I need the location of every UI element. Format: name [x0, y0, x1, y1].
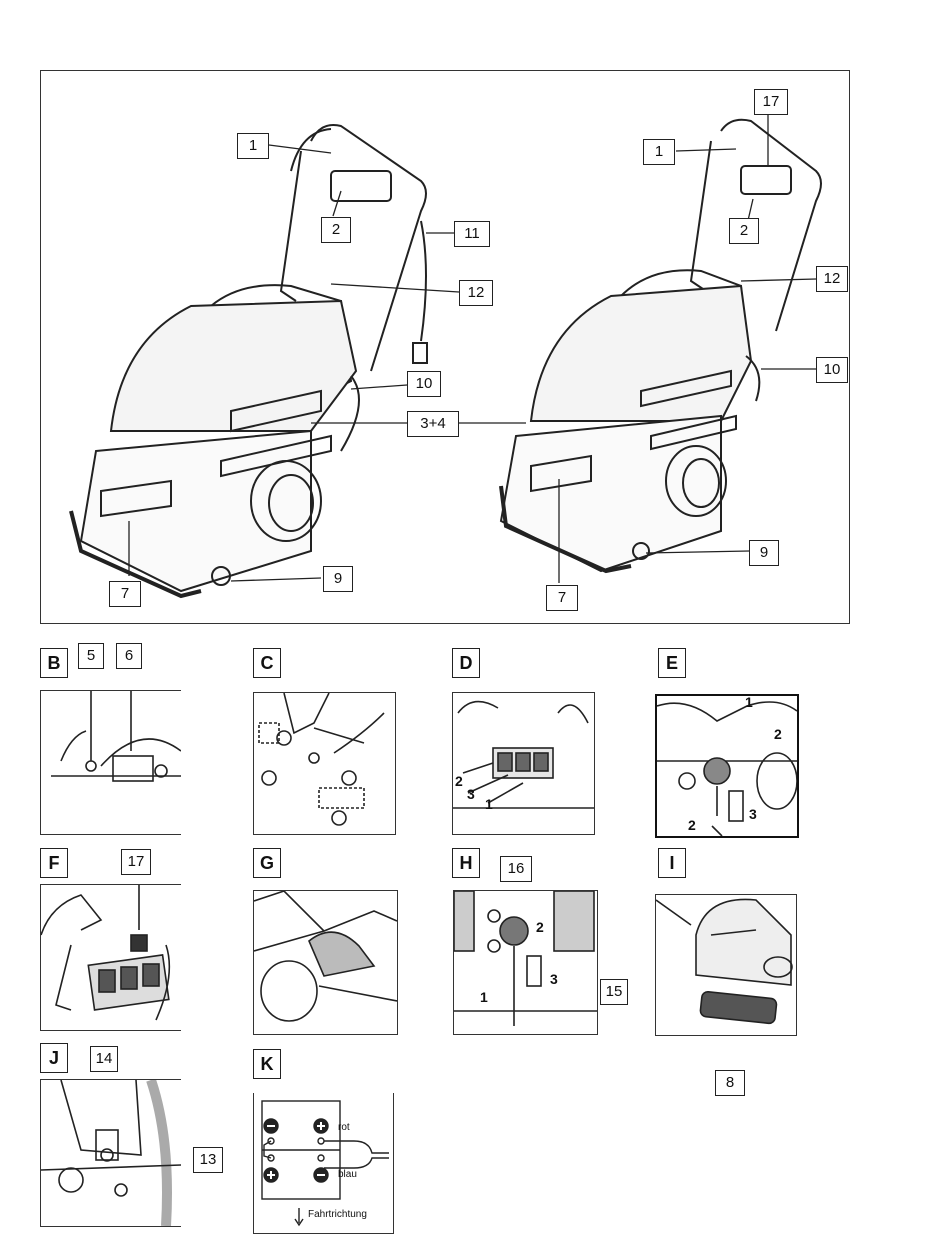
callout-5: 5 [78, 643, 104, 669]
callout-16: 16 [500, 856, 532, 882]
callout-2-left: 2 [321, 217, 351, 243]
callout-11-left: 11 [454, 221, 490, 247]
callout-7-left: 7 [109, 581, 141, 607]
panel-letter-b: B [40, 648, 68, 678]
panel-d-num-2: 2 [455, 773, 463, 789]
panel-h-num-1: 1 [480, 989, 488, 1005]
panel-d-num-3: 3 [467, 786, 475, 802]
callout-10-left: 10 [407, 371, 441, 397]
label-rot: rot [338, 1122, 350, 1133]
panel-h-image: 2 3 1 [453, 890, 598, 1035]
panel-f-drawing [41, 885, 181, 1030]
callout-3-4: 3+4 [407, 411, 459, 437]
panel-e-num-2a: 2 [774, 726, 782, 742]
panel-letter-c: C [253, 648, 281, 678]
panel-d-image: 2 3 1 [452, 692, 595, 835]
callout-13: 13 [193, 1147, 223, 1173]
callout-14: 14 [90, 1046, 118, 1072]
panel-h-num-2: 2 [536, 919, 544, 935]
panel-letter-g: G [253, 848, 281, 878]
panel-letter-d: D [452, 648, 480, 678]
panel-e-num-1: 1 [745, 694, 753, 710]
callout-15: 15 [600, 979, 628, 1005]
panel-f-image [40, 884, 181, 1031]
panel-e-num-2b: 2 [688, 817, 696, 833]
panel-letter-f: F [40, 848, 68, 878]
callout-1-right: 1 [643, 139, 675, 165]
callout-10-right: 10 [816, 357, 848, 383]
panel-letter-e: E [658, 648, 686, 678]
callout-12-left: 12 [459, 280, 493, 306]
machine-illustrations [41, 71, 849, 623]
callout-1-left: 1 [237, 133, 269, 159]
callout-9-right: 9 [749, 540, 779, 566]
callout-8: 8 [715, 1070, 745, 1096]
callout-7-right: 7 [546, 585, 578, 611]
panel-j-drawing [41, 1080, 181, 1226]
callout-17-f: 17 [121, 849, 151, 875]
panel-b-image [40, 690, 181, 835]
callout-17-right: 17 [754, 89, 788, 115]
panel-letter-i: I [658, 848, 686, 878]
panel-e-image: 1 2 2 3 [655, 694, 799, 838]
panel-k-image: rot blau Fahrtrichtung [253, 1093, 394, 1234]
panel-e-num-3: 3 [749, 806, 757, 822]
panel-letter-h: H [452, 848, 480, 878]
panel-d-drawing [453, 693, 594, 834]
main-illustration-panel: 1 2 11 12 10 3+4 9 7 17 1 2 12 10 9 7 [40, 70, 850, 624]
label-fahrtrichtung: Fahrtrichtung [308, 1209, 367, 1220]
panel-h-num-3: 3 [550, 971, 558, 987]
panel-letter-k: K [253, 1049, 281, 1079]
panel-b-drawing [41, 691, 181, 834]
panel-g-drawing [254, 891, 397, 1034]
callout-2-right: 2 [729, 218, 759, 244]
panel-c-image [253, 692, 396, 835]
panel-d-num-1: 1 [485, 796, 493, 812]
panel-j-image [40, 1079, 181, 1227]
callout-9-left: 9 [323, 566, 353, 592]
panel-letter-j: J [40, 1043, 68, 1073]
panel-g-image [253, 890, 398, 1035]
panel-i-image [655, 894, 797, 1036]
panel-c-drawing [254, 693, 395, 834]
callout-12-right: 12 [816, 266, 848, 292]
panel-i-drawing [656, 895, 796, 1035]
callout-6: 6 [116, 643, 142, 669]
label-blau: blau [338, 1169, 357, 1180]
panel-e-drawing [657, 696, 797, 836]
panel-h-drawing [454, 891, 597, 1034]
